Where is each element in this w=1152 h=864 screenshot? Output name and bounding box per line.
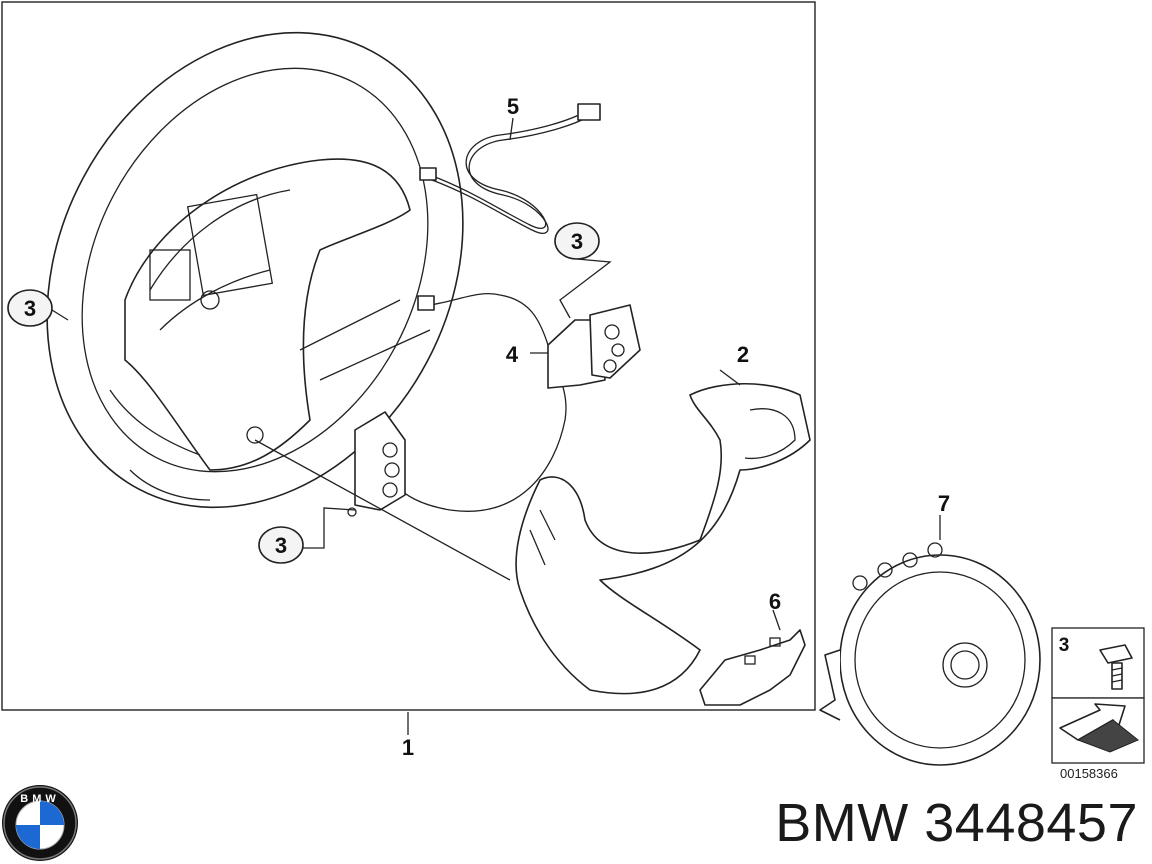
brand-name: BMW <box>775 793 909 853</box>
svg-text:3: 3 <box>24 296 36 321</box>
wiring-harness-icon <box>419 103 601 234</box>
cover-cap-icon <box>699 609 806 706</box>
steering-wheel-icon <box>46 31 464 509</box>
svg-text:3: 3 <box>275 533 287 558</box>
diagram-frame <box>1 1 816 711</box>
callout-screw-box: 3 <box>1059 635 1070 656</box>
screw-icon <box>1099 644 1133 690</box>
diagram-code: 00158366 <box>1060 766 1118 781</box>
airbag-module-icon <box>819 515 1041 766</box>
arrow-icon <box>1059 703 1139 753</box>
callout-screw-bottom: 3 <box>258 507 356 564</box>
callout-cover-cap: 6 <box>769 589 781 614</box>
product-title: BMW 3448457 <box>775 792 1138 854</box>
right-switch-icon <box>394 293 641 512</box>
callout-right-switch: 4 <box>506 342 519 367</box>
svg-text:3: 3 <box>571 229 583 254</box>
callout-wiring-harness: 5 <box>507 94 519 119</box>
trim-cover-icon <box>515 369 811 695</box>
callout-screw-top-right: 3 <box>554 222 612 319</box>
part-number: 3448457 <box>924 793 1138 853</box>
svg-text:BMW: BMW <box>20 793 60 805</box>
callout-airbag: 7 <box>938 491 950 516</box>
left-switch-icon <box>254 411 511 581</box>
callout-trim-cover: 2 <box>737 342 749 367</box>
callout-screw-left: 3 <box>7 289 69 327</box>
bmw-roundel-icon: BMW <box>2 785 78 861</box>
callout-steering-wheel: 1 <box>402 735 414 760</box>
